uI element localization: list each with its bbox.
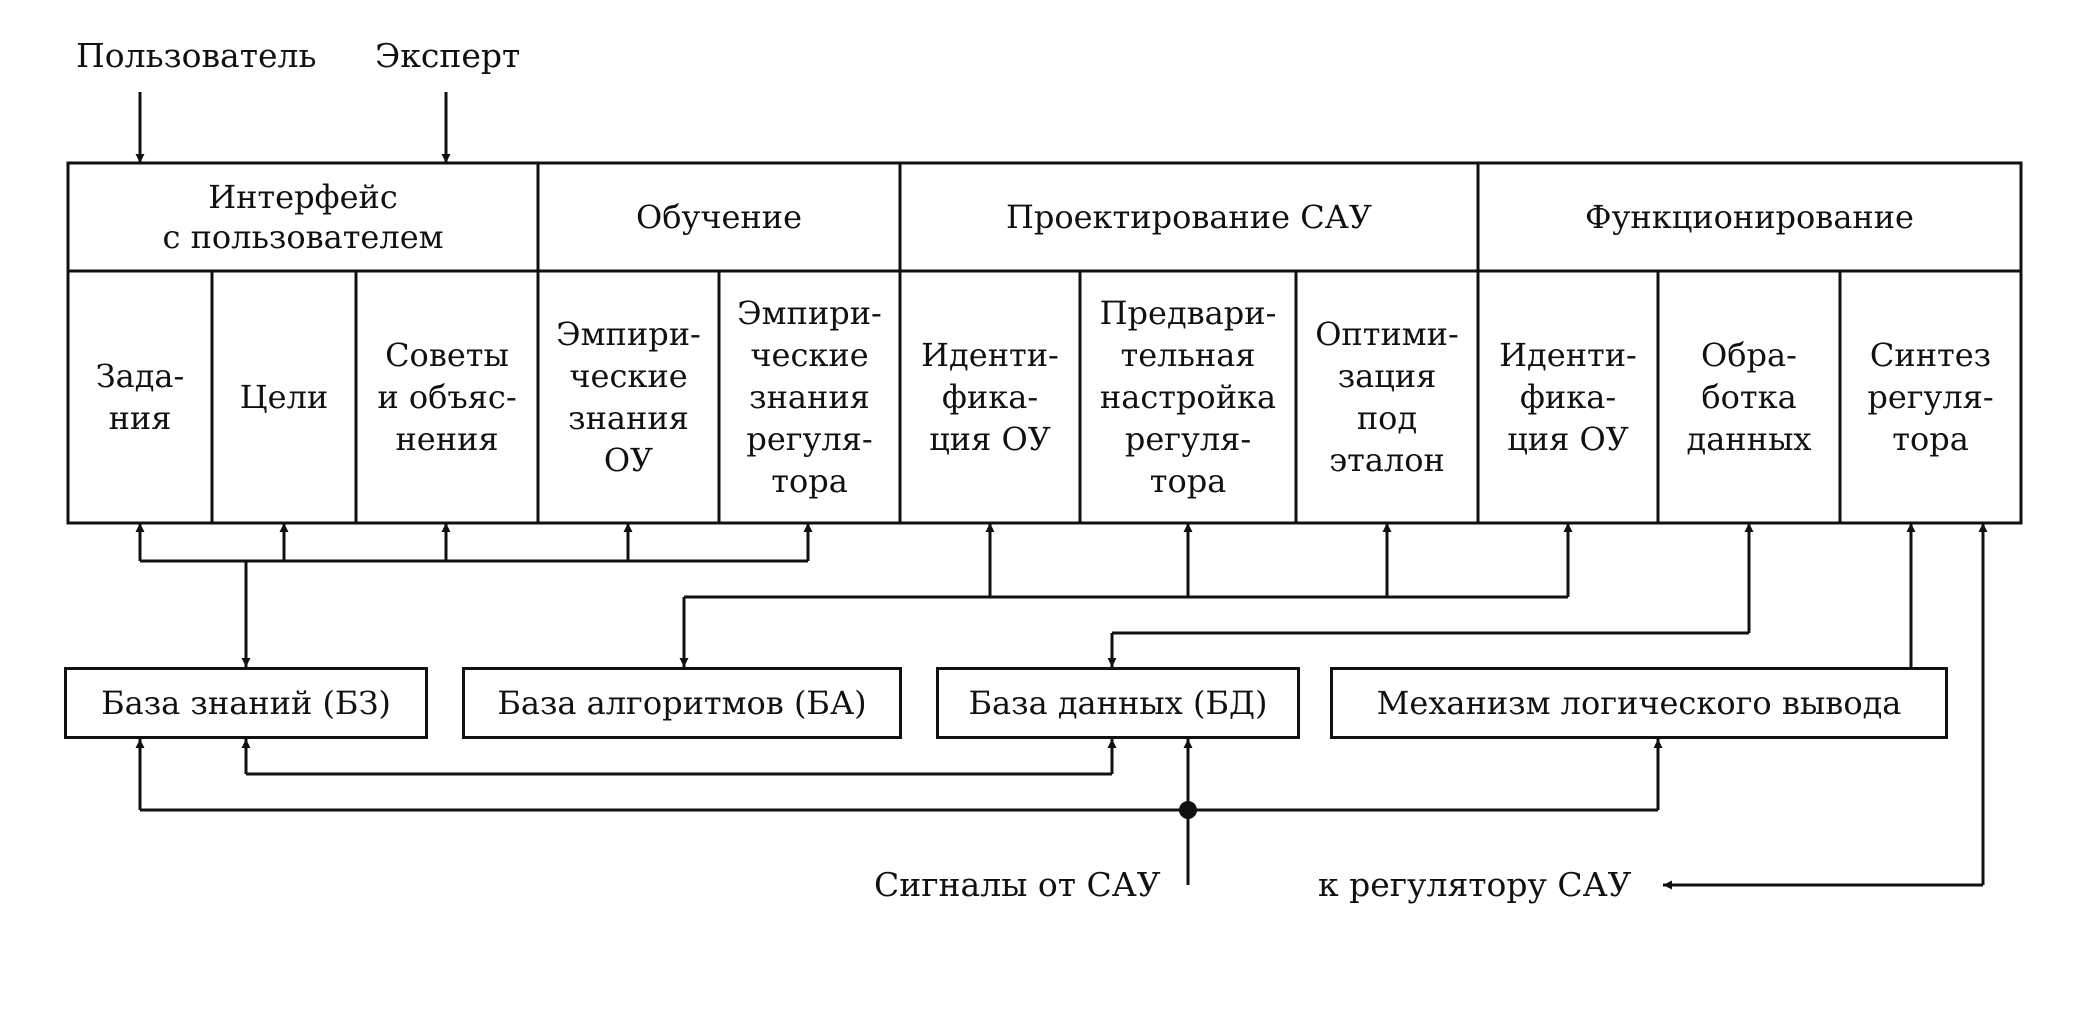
module-data-processing: Обра- ботка данных	[1686, 336, 1812, 458]
section-interface: Интерфейс с пользователем	[162, 178, 444, 256]
knowledge-base-box: База знаний (БЗ)	[64, 667, 428, 739]
inference-engine-box: Механизм логического вывода	[1330, 667, 1948, 739]
algorithm-base-box: База алгоритмов (БА)	[462, 667, 902, 739]
module-advice: Советы и объяс- нения	[377, 336, 517, 458]
module-identification-operation: Иденти- фика- ция ОУ	[1499, 336, 1637, 458]
section-operation: Функционирование	[1585, 198, 1914, 236]
database-box: База данных (БД)	[936, 667, 1300, 739]
expert-label: Эксперт	[375, 36, 521, 75]
signals-from-acs-label: Сигналы от САУ	[874, 865, 1161, 904]
module-empirical-plant: Эмпири- ческие знания ОУ	[556, 315, 701, 479]
module-identification-design: Иденти- фика- ция ОУ	[921, 336, 1059, 458]
module-empirical-regulator: Эмпири- ческие знания регуля- тора	[737, 294, 882, 500]
module-goals: Цели	[239, 378, 329, 416]
to-acs-regulator-label: к регулятору САУ	[1318, 865, 1632, 904]
main-block-frame	[66, 161, 2023, 525]
module-pretuning: Предвари- тельная настройка регуля- тора	[1099, 294, 1277, 500]
module-regulator-synthesis: Синтез регуля- тора	[1867, 336, 1994, 458]
section-learning: Обучение	[635, 198, 802, 236]
signal-junction-dot	[1179, 801, 1197, 819]
user-label: Пользователь	[76, 36, 317, 75]
module-optimization: Оптими- зация под эталон	[1315, 315, 1459, 479]
module-tasks: Зада- ния	[95, 357, 185, 437]
section-design: Проектирование САУ	[1005, 198, 1373, 236]
